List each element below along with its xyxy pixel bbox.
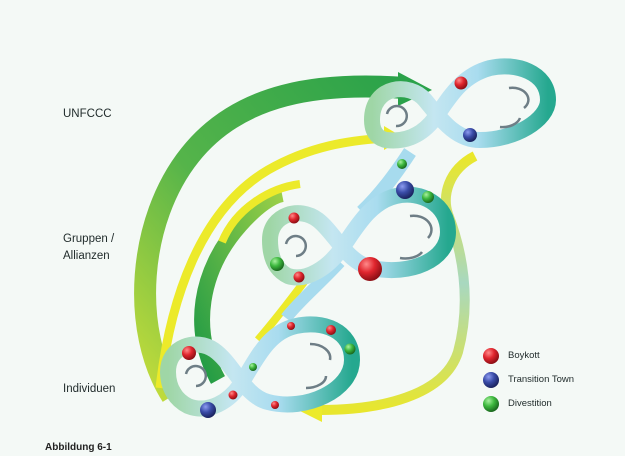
- level-label-individuals: Individuen: [63, 383, 116, 395]
- yellow-arrow-individuals-to-unfccc: [155, 133, 389, 389]
- figure-caption: Abbildung 6-1: [45, 442, 112, 453]
- legend-divestition-dot: [483, 396, 499, 412]
- yellow-arrow-right-return: [319, 151, 478, 415]
- legend-transition-town-dot: [483, 372, 499, 388]
- boykott-ball: [326, 325, 336, 335]
- boykott-ball: [358, 257, 382, 281]
- level-label-unfccc: UNFCCC: [63, 108, 112, 120]
- transition-town-ball: [200, 402, 216, 418]
- divestition-ball: [270, 257, 284, 271]
- divestition-ball: [422, 191, 434, 203]
- transition-town-ball: [463, 128, 477, 142]
- divestition-ball: [249, 363, 257, 371]
- boykott-ball: [271, 401, 279, 409]
- boykott-ball: [288, 212, 300, 224]
- level-label-groups-line1: Gruppen /: [63, 233, 115, 245]
- yellow-arrow-groups-to-individuals: [254, 279, 308, 343]
- legend-label-transition-town: Transition Town: [508, 374, 575, 385]
- boykott-ball: [454, 76, 468, 90]
- divestition-ball: [397, 159, 407, 169]
- level-label-groups: Gruppen / Allianzen: [63, 231, 114, 265]
- yellow-arrow-groups-to-unfccc: [218, 180, 301, 244]
- boykott-ball: [287, 322, 295, 330]
- transition-town-ball: [396, 181, 414, 199]
- boykott-ball: [182, 346, 196, 360]
- level-label-groups-line2: Allianzen: [63, 250, 110, 262]
- boykott-ball: [228, 390, 238, 400]
- legend-label-boykott: Boykott: [508, 350, 540, 361]
- divestition-ball: [344, 343, 356, 355]
- outer-green-feedback-arrow: [134, 75, 406, 402]
- boykott-ball: [293, 271, 305, 283]
- legend-label-divestition: Divestition: [508, 398, 552, 409]
- legend-boykott-dot: [483, 348, 499, 364]
- loop-unfccc: [364, 58, 556, 149]
